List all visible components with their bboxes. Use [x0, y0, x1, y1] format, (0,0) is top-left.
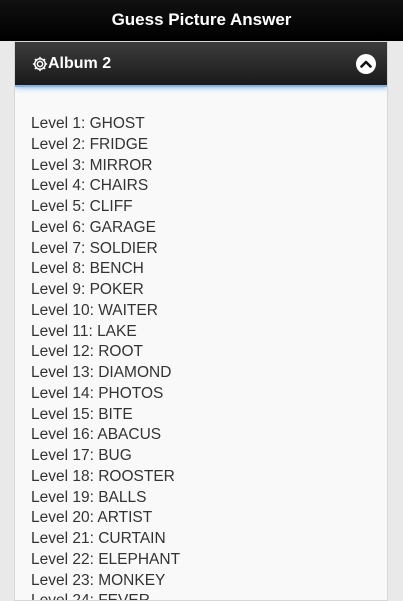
album-title: Album 2 — [48, 55, 112, 72]
collapse-button[interactable] — [356, 54, 376, 74]
list-item: Level 8: BENCH — [31, 260, 144, 278]
gear-icon — [32, 56, 48, 72]
list-item: Level 1: GHOST — [31, 115, 145, 132]
list-item: Level 12: ROOT — [31, 343, 143, 361]
list-item: Level 5: CLIFF — [31, 198, 133, 215]
list-item: Level 10: WAITER — [31, 301, 158, 319]
list-item: Level 18: ROOSTER — [31, 467, 175, 485]
list-item: Level 24: FEVER — [31, 592, 150, 601]
list-item: Level 16: ABACUS — [31, 426, 162, 444]
list-item: Level 21: CURTAIN — [31, 530, 166, 547]
list-item: Level 14: PHOTOS — [31, 384, 164, 402]
list-item: Level 4: CHAIRS — [31, 177, 149, 195]
album-header[interactable]: Album 2 — [15, 42, 387, 87]
list-item: Level 6: GARAGE — [31, 218, 156, 236]
list-item: Level 9: POKER — [31, 281, 144, 298]
list-item: Level 22: ELEPHANT — [31, 550, 181, 568]
list-item: Level 13: DIAMOND — [31, 364, 172, 381]
app-title: Guess Picture Answer — [111, 10, 292, 29]
list-item: Level 11: LAKE — [31, 322, 137, 340]
app-header: Guess Picture Answer — [0, 0, 403, 41]
list-item: Level 15: BITE — [31, 405, 133, 423]
list-item: Level 19: BALLS — [31, 488, 147, 506]
list-item: Level 3: MIRROR — [31, 156, 153, 174]
list-item: Level 2: FRIDGE — [31, 135, 149, 153]
list-item: Level 7: SOLDIER — [31, 239, 158, 257]
list-item: Level 23: MONKEY — [31, 571, 166, 589]
chevron-up-icon — [360, 60, 372, 68]
list-item: Level 20: ARTIST — [31, 509, 153, 527]
level-list: Level 1: GHOST Level 2: FRIDGE Level 3: MI… — [31, 114, 181, 601]
list-item: Level 17: BUG — [31, 447, 132, 464]
